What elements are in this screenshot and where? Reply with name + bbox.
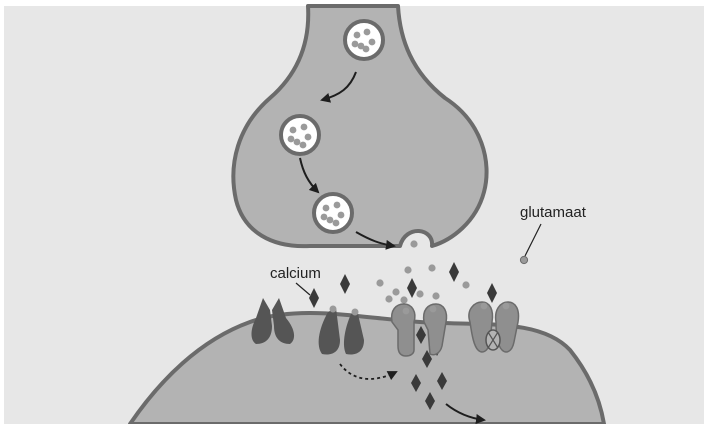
glutamate-molecule-icon	[376, 279, 383, 286]
glutamate-molecule-icon	[462, 281, 469, 288]
glutamate-label: glutamaat	[520, 204, 587, 221]
glutamate-molecule-icon	[432, 292, 439, 299]
vesicle-middle	[281, 116, 319, 154]
vesicle-bottom	[314, 194, 352, 232]
glutamate-molecule-icon	[385, 295, 392, 302]
glutamate-molecule-icon	[428, 264, 435, 271]
glutamate-molecule-icon	[404, 266, 411, 273]
glutamate-molecule-icon	[400, 296, 407, 303]
glutamate-molecule-icon	[392, 288, 399, 295]
glutamate-molecule-icon	[416, 290, 423, 297]
glutamate-molecule-icon	[410, 240, 417, 247]
glutamate-molecule-icon	[520, 256, 527, 263]
vesicle-top	[345, 21, 383, 59]
calcium-label: calcium	[270, 265, 321, 282]
